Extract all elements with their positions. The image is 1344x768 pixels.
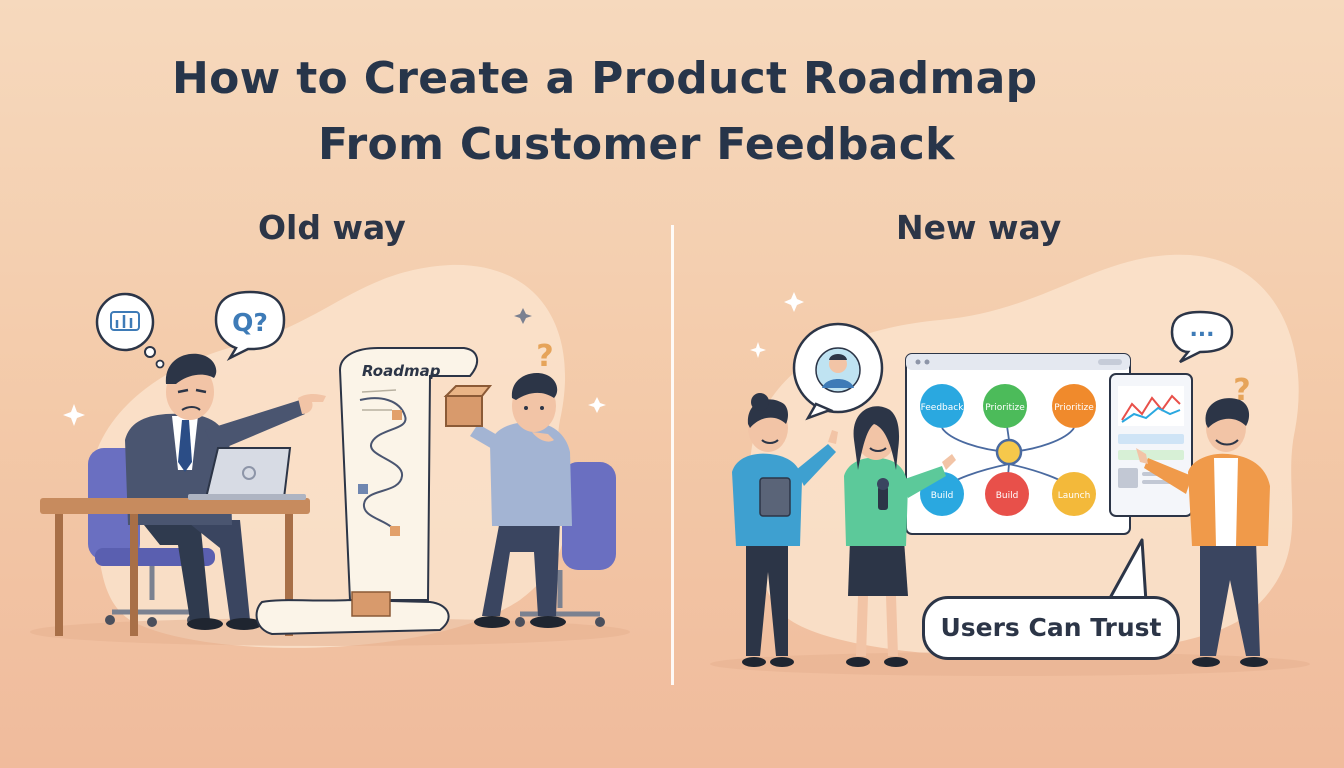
new-way-illustration: ... ? Feedback Prioritize Prioritize Bui… <box>710 254 1310 676</box>
office-chair-right <box>515 462 616 627</box>
team-member-with-tablet <box>732 393 838 667</box>
node-feedback-label: Feedback <box>921 403 965 413</box>
node-build-label: Build <box>931 491 954 501</box>
laptop-icon <box>188 447 306 500</box>
title-line-1: How to Create a Product Roadmap <box>172 53 1038 104</box>
trust-speech-bubble: Users Can Trust <box>922 596 1180 660</box>
roadmap-board: Feedback Prioritize Prioritize Build Bui… <box>905 353 1131 535</box>
page-title: How to Create a Product Roadmap From Cus… <box>0 46 1344 178</box>
center-divider <box>671 225 674 685</box>
question-mark-icon: ? <box>536 339 553 374</box>
avatar-speech-bubble <box>792 322 884 421</box>
roadmap-scroll: Roadmap <box>255 347 479 636</box>
speech-bubble-question: Q? <box>214 290 286 362</box>
office-desk <box>40 498 310 636</box>
presenter-with-microphone <box>844 406 956 667</box>
new-way-heading: New way <box>896 208 1062 247</box>
title-line-2: From Customer Feedback <box>318 119 955 170</box>
node-prioritize-label-2: Prioritize <box>1054 403 1094 413</box>
old-way-illustration: Q? ? <box>30 264 630 648</box>
node-build-label-2: Build <box>996 491 1019 501</box>
colleague-figure <box>443 373 572 628</box>
bubble-text: Q? <box>232 308 268 337</box>
sparkle-icon <box>750 342 766 358</box>
chat-dots-text: ... <box>1189 317 1214 342</box>
team-member-pointing <box>1136 398 1270 667</box>
roadmap-label: Roadmap <box>362 362 441 380</box>
thought-bubble-chart <box>95 292 165 369</box>
sparkle-icon <box>514 308 532 324</box>
sparkle-icon <box>588 397 606 413</box>
trust-text: Users Can Trust <box>940 613 1162 642</box>
sparkle-icon <box>63 404 85 426</box>
old-way-heading: Old way <box>258 208 406 247</box>
chat-bubble-dots: ... <box>1170 310 1234 364</box>
sparkle-icon <box>784 292 804 312</box>
node-launch-label: Launch <box>1058 491 1091 501</box>
node-prioritize-label: Prioritize <box>985 403 1025 413</box>
analytics-tablet <box>1109 373 1193 517</box>
